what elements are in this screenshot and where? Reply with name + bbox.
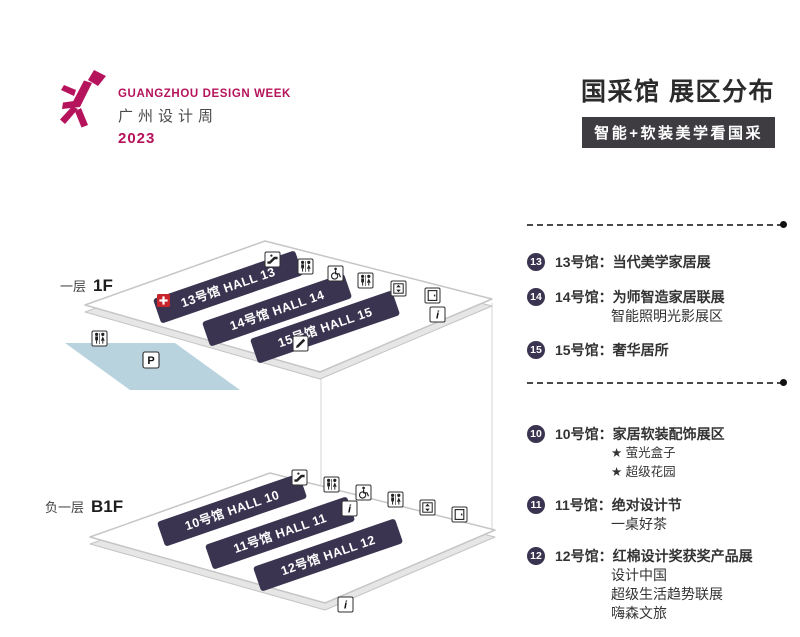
restroom-icon [387, 491, 404, 508]
first-aid-icon [157, 294, 170, 307]
info-icon: i [429, 306, 446, 323]
elevator-icon [419, 499, 436, 516]
wheelchair-icon [355, 484, 372, 501]
brand-name-cn: 广州设计周 [118, 108, 219, 125]
page-subtitle: 智能+软装美学看国采 [582, 117, 775, 148]
floor-1f-plate: P 13号馆 HALL 13 14号馆 HALL 14 15号馆 HALL 15 [65, 240, 493, 390]
legend-line: 设计中国 [611, 567, 667, 583]
restroom-icon [91, 330, 108, 347]
brand-name: GUANGZHOU DESIGN WEEK [118, 88, 291, 100]
restroom-icon [357, 272, 374, 289]
legend-line: 智能照明光影展区 [611, 308, 723, 324]
dashed-separator-top [527, 221, 787, 228]
legend-line: 超级生活趋势联展 [611, 586, 723, 602]
floor-label-b1f: 负一层 B1F [45, 497, 123, 517]
info-icon: i [341, 500, 358, 517]
restroom-icon [323, 476, 340, 493]
floor-b1f-code: B1F [91, 497, 124, 516]
legend-line: 12号馆：红棉设计奖获奖产品展 [555, 548, 753, 564]
escalator-icon [264, 251, 281, 268]
svg-text:P: P [147, 355, 154, 367]
floor-b1f-plate: 10号馆 HALL 10 11号馆 HALL 11 12号馆 HALL 12 [89, 469, 496, 613]
hall-13-badge: 13 [527, 253, 545, 271]
hall-14-badge: 14 [527, 288, 545, 306]
floor-map: P 13号馆 HALL 13 14号馆 HALL 14 15号馆 HALL 15 [65, 240, 496, 613]
legend-subline: ★ 超级花园 [611, 465, 676, 479]
parking-icon: P [142, 351, 160, 369]
exit-icon [424, 287, 441, 304]
restroom-icon [297, 258, 314, 275]
floor-b1f-cn: 负一层 [45, 500, 85, 515]
floor-1f-code: 1F [93, 276, 113, 295]
pen-icon [292, 335, 309, 352]
legend-panel: 13 13号馆：当代美学家居展 14 14号馆：为师智造家居联展 智能照明光影展… [527, 220, 787, 637]
brand-block: GUANGZHOU DESIGN WEEK 广州设计周 2023 [118, 88, 291, 147]
legend-item-hall13: 13 13号馆：当代美学家居展 [527, 252, 783, 272]
hall-12-badge: 12 [527, 547, 545, 565]
dashed-separator-middle [527, 379, 787, 386]
legend-line: 10号馆：家居软装配饰展区 [555, 426, 725, 442]
legend-item-hall11: 11 11号馆：绝对设计节 一桌好茶 [527, 495, 783, 534]
floor-1f-cn: 一层 [60, 279, 87, 294]
gdw-logo-mark [60, 70, 106, 128]
legend-line: 11号馆：绝对设计节 [555, 497, 682, 513]
legend-item-hall10: 10 10号馆：家居软装配饰展区 ★ 萤光盒子 ★ 超级花园 [527, 424, 783, 482]
svg-text:i: i [344, 600, 348, 612]
exit-icon [451, 506, 468, 523]
legend-subline: ★ 萤光盒子 [611, 446, 676, 460]
legend-item-hall15: 15 15号馆：奢华居所 [527, 340, 783, 360]
floor-label-1f: 一层 1F [60, 276, 113, 296]
hall-10-badge: 10 [527, 425, 545, 443]
legend-line: 一桌好茶 [611, 516, 667, 532]
legend-line: 14号馆：为师智造家居联展 [555, 289, 725, 305]
header-title-block: 国采馆 展区分布 智能+软装美学看国采 [581, 72, 775, 148]
legend-line: 13号馆：当代美学家居展 [555, 254, 711, 270]
hall-11-badge: 11 [527, 496, 545, 514]
legend-item-hall14: 14 14号馆：为师智造家居联展 智能照明光影展区 [527, 287, 783, 326]
escalator-icon [291, 469, 308, 486]
legend-item-hall12: 12 12号馆：红棉设计奖获奖产品展 设计中国 超级生活趋势联展 嗨森文旅 [527, 546, 783, 623]
brand-year: 2023 [118, 130, 156, 147]
page-title: 国采馆 展区分布 [581, 78, 775, 106]
legend-line: 嗨森文旅 [611, 605, 667, 621]
wheelchair-icon [327, 265, 344, 282]
svg-text:i: i [348, 504, 352, 516]
gdw-logo [60, 70, 106, 128]
elevator-icon [390, 280, 407, 297]
hall-15-badge: 15 [527, 341, 545, 359]
info-icon: i [337, 596, 354, 613]
svg-text:i: i [436, 310, 440, 322]
legend-line: 15号馆：奢华居所 [555, 342, 669, 358]
